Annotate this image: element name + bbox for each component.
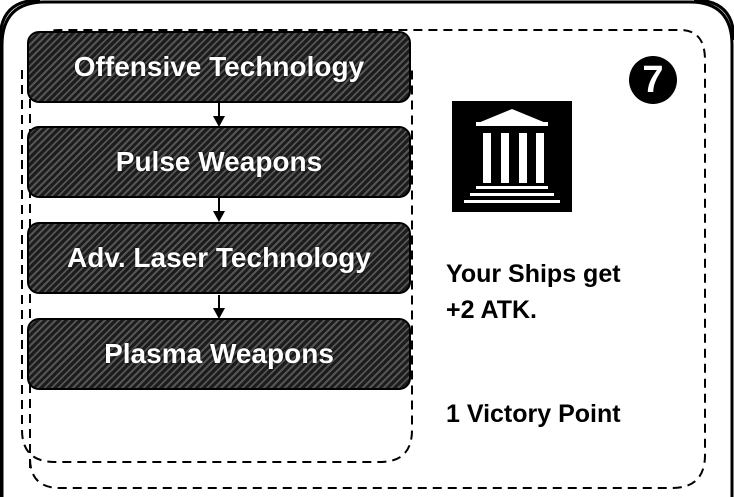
cost-badge-circle xyxy=(629,56,677,104)
tech-box-pulse-weapons: Pulse Weapons xyxy=(27,126,411,198)
tech-label: Pulse Weapons xyxy=(115,146,323,177)
effect-text: Your Ships get +2 ATK. xyxy=(446,256,621,328)
down-arrow-icon xyxy=(213,103,225,127)
tech-label: Adv. Laser Technology xyxy=(67,242,371,273)
effect-line: +2 ATK. xyxy=(446,296,537,324)
down-arrow-icon xyxy=(213,198,225,222)
victory-points: 1 Victory Point xyxy=(446,400,621,428)
effect-line: Your Ships get xyxy=(446,260,621,288)
tech-box-plasma-weapons: Plasma Weapons xyxy=(27,318,411,390)
cost-badge: 7 xyxy=(642,59,664,101)
tech-label: Plasma Weapons xyxy=(104,338,334,369)
temple-icon xyxy=(452,101,572,212)
tech-label: Offensive Technology xyxy=(73,51,365,82)
tech-box-adv-laser-technology: Adv. Laser Technology xyxy=(27,222,411,294)
down-arrow-icon xyxy=(213,295,225,319)
tech-box-offensive-technology: Offensive Technology xyxy=(27,31,411,103)
